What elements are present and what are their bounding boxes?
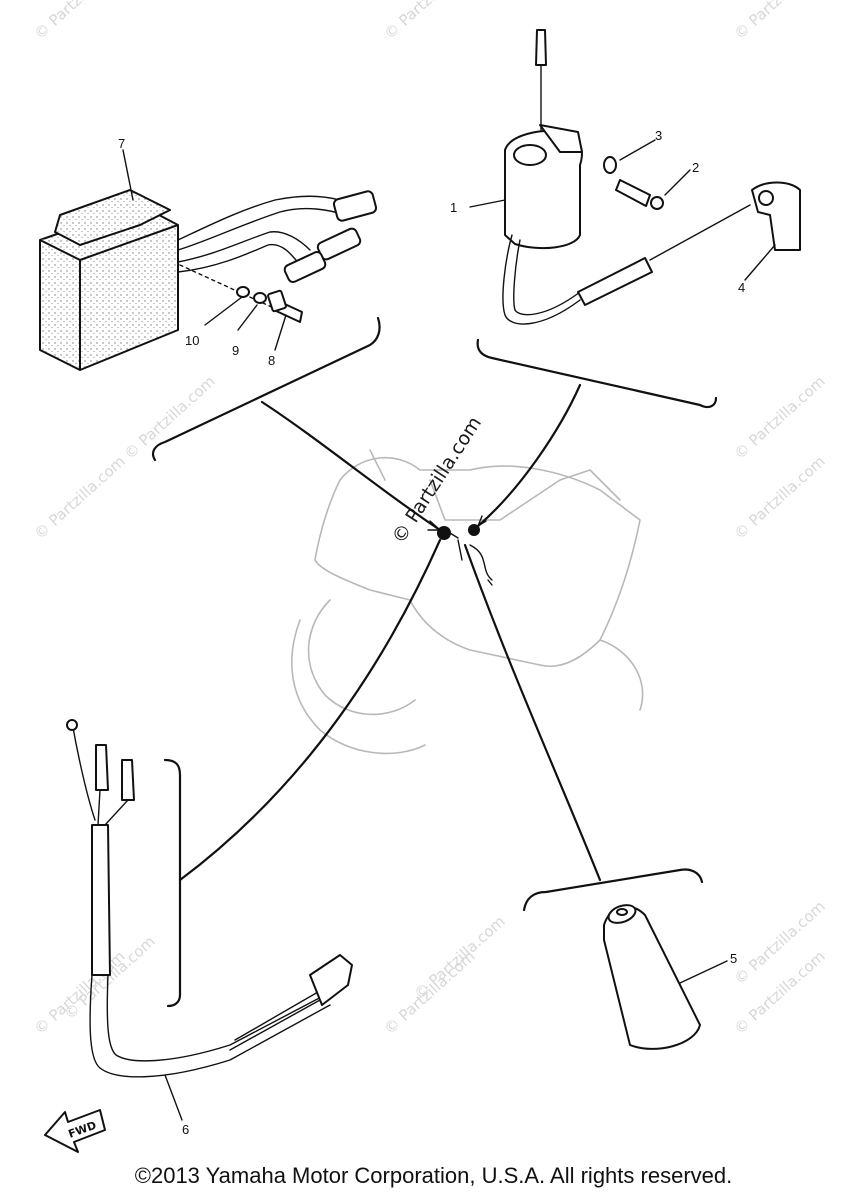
leader-lines: [178, 383, 602, 882]
coil-fasteners-parts-2-3: [603, 156, 664, 210]
callout-1: 1: [450, 200, 457, 215]
watermark-text: © Partzilla.com: [731, 897, 829, 988]
ignition-coil-part-1: [502, 29, 653, 325]
watermark-text: © Partzilla.com: [31, 452, 129, 543]
watermark-text: © Partzilla.com: [411, 912, 509, 1003]
watermark-text: © Partzilla.com: [731, 372, 829, 463]
wire-harness-part-6: [66, 719, 353, 1078]
callout-9: 9: [232, 343, 239, 358]
cdi-unit-part-7: [39, 189, 378, 371]
watermark-text: © Partzilla.com: [731, 0, 829, 43]
motorcycle-outline: [291, 449, 644, 755]
callout-2: 2: [692, 160, 699, 175]
callout-4: 4: [738, 280, 745, 295]
callout-8: 8: [268, 353, 275, 368]
condenser-part-5: [603, 904, 701, 1050]
callout-leaders: [122, 139, 776, 1121]
forward-direction-arrow: FWD: [44, 1109, 106, 1153]
callout-5: 5: [730, 951, 737, 966]
group-brackets: [151, 316, 718, 1008]
callout-6: 6: [182, 1122, 189, 1137]
callout-10: 10: [185, 333, 199, 348]
watermark-text: © Partzilla.com: [731, 452, 829, 543]
callout-3: 3: [655, 128, 662, 143]
connector-hub: [437, 524, 493, 586]
watermark-text: © Partzilla.com: [31, 0, 129, 43]
copyright-notice: ©2013 Yamaha Motor Corporation, U.S.A. A…: [134, 1163, 733, 1188]
watermark-text: © Partzilla.com: [121, 372, 219, 463]
callout-7: 7: [118, 136, 125, 151]
callout-labels: 1 2 3 4 5 6 7 8 9 10: [118, 128, 745, 1137]
watermark-text: © Partzilla.com: [381, 0, 479, 43]
watermark-group: © Partzilla.com © Partzilla.com © Partzi…: [31, 0, 829, 1038]
fasteners-parts-8-9-10: [179, 264, 303, 323]
spark-plug-cap-part-4: [649, 181, 801, 261]
